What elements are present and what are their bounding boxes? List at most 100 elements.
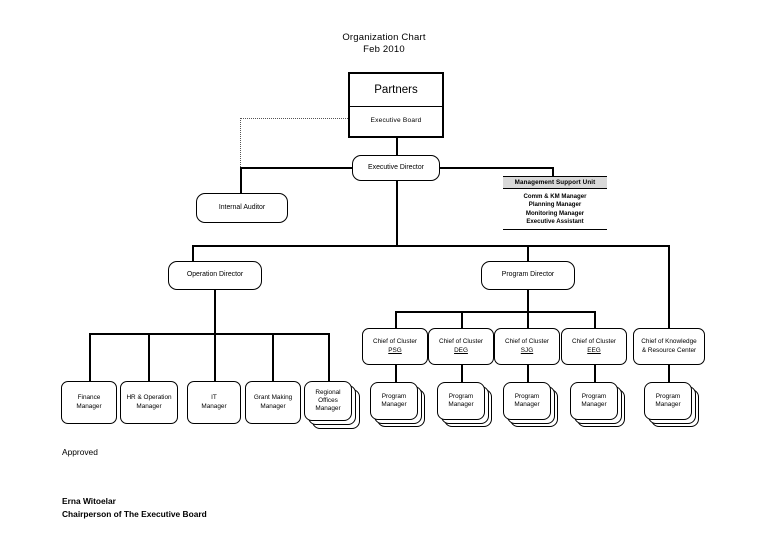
node-line: & Resource Center [641,346,697,354]
connector-op-child-5 [328,333,330,381]
node-line: Chief of Knowledge [641,338,697,346]
node-line: Chief of Cluster [504,338,550,346]
executive-board-label: Executive Board [370,116,422,124]
connector-pm-2 [461,365,463,382]
node-finance-manager[interactable]: Finance Manager [61,381,117,424]
node-program-manager-sjg[interactable]: Program Manager [503,382,561,430]
cluster-code: EEG [587,346,601,354]
stack-front: Program Manager [503,382,551,420]
node-program-manager-psg[interactable]: Program Manager [370,382,428,430]
node-line: Finance [77,394,101,402]
msu-member: Planning Manager [528,201,582,209]
page-subtitle: Feb 2010 [363,44,405,55]
connector-dotted-board-horizontal [240,118,350,119]
connector-op-child-2 [148,333,150,381]
connector-bus-to-operation-director [192,245,194,261]
cluster-code: DEG [454,346,468,354]
connector-dotted-board-vertical [240,118,241,191]
node-chief-of-cluster-deg[interactable]: Chief of Cluster DEG [428,328,494,365]
node-program-manager-eeg[interactable]: Program Manager [570,382,628,430]
footer-signatory-name: Erna Witoelar [62,496,116,506]
connector-op-child-3 [214,333,216,381]
msu-member: Comm & KM Manager [523,193,587,200]
node-management-support-unit[interactable]: Management Support Unit Comm & KM Manage… [503,176,607,230]
cluster-code: PSG [388,346,402,354]
node-program-director[interactable]: Program Director [481,261,575,290]
node-internal-auditor[interactable]: Internal Auditor [196,193,288,223]
connector-cluster-4 [594,311,596,328]
cluster-code: SJG [520,346,534,354]
node-chief-of-cluster-sjg[interactable]: Chief of Cluster SJG [494,328,560,365]
node-line: Manager [655,401,681,408]
node-partners[interactable]: Partners Executive Board [348,72,444,138]
msu-member: Executive Assistant [526,218,584,226]
connector-exec-director-to-auditor [240,167,352,169]
node-line: Offices [318,396,338,404]
node-line: Regional [315,388,341,396]
msu-member: Monitoring Manager [525,209,585,217]
node-line: HR & Operation [126,394,172,402]
stack-front: Regional Offices Manager [304,381,352,421]
connector-operation-director-down [214,290,216,333]
node-operation-director[interactable]: Operation Director [168,261,262,290]
msu-bottom-rule [503,228,607,230]
footer-signatory-role: Chairperson of The Executive Board [62,509,207,519]
node-chief-of-cluster-psg[interactable]: Chief of Cluster PSG [362,328,428,365]
node-hr-operation-manager[interactable]: HR & Operation Manager [120,381,178,424]
node-line: Manager [448,401,474,408]
connector-cluster-2 [461,311,463,328]
connector-pm-3 [527,365,529,382]
node-line: Manager [136,402,162,410]
connector-auditor-drop [240,167,242,193]
node-line: IT [211,394,217,402]
connector-cluster-3 [527,311,529,328]
node-program-manager-krc[interactable]: Program Manager [644,382,702,430]
node-line: Program [514,392,540,400]
node-line: Program [581,392,607,400]
msu-member-list: Comm & KM Manager Planning Manager Monit… [503,189,607,227]
node-line: Manager [581,401,607,408]
connector-main-bus [192,245,669,247]
node-line: Grant Making [253,394,293,402]
node-line: Chief of Cluster [438,338,484,346]
connector-exec-director-down [396,180,398,245]
node-line: Chief of Cluster [571,338,617,346]
stack-front: Program Manager [570,382,618,420]
connector-op-child-1 [89,333,91,381]
node-line: Program [655,392,681,400]
connector-pm-5 [668,365,670,382]
stack-front: Program Manager [370,382,418,420]
node-line: Program [381,392,407,400]
connector-pm-4 [594,365,596,382]
node-regional-offices-manager[interactable]: Regional Offices Manager [304,381,362,429]
connector-partners-to-exec-director [396,137,398,155]
stack-front: Program Manager [437,382,485,420]
page-title: Organization Chart [342,32,426,43]
node-line: Program [448,392,474,400]
node-line: Manager [260,402,286,410]
node-chief-of-knowledge-resource-center[interactable]: Chief of Knowledge & Resource Center [633,328,705,365]
node-grant-making-manager[interactable]: Grant Making Manager [245,381,301,424]
node-line: Manager [315,405,341,413]
node-line: Manager [76,402,102,410]
connector-exec-director-to-msu [440,167,553,169]
connector-bus-to-program-director [527,245,529,261]
connector-op-child-4 [272,333,274,381]
partners-title: Partners [350,74,442,107]
node-program-manager-deg[interactable]: Program Manager [437,382,495,430]
connector-cluster-1 [395,311,397,328]
connector-cluster-bus [395,311,596,313]
node-line: Manager [381,401,407,408]
node-chief-of-cluster-eeg[interactable]: Chief of Cluster EEG [561,328,627,365]
stack-front: Program Manager [644,382,692,420]
connector-bus-to-knowledge-center [668,245,670,328]
node-it-manager[interactable]: IT Manager [187,381,241,424]
msu-header: Management Support Unit [503,176,607,189]
node-line: Manager [201,402,227,410]
connector-pm-1 [395,365,397,382]
footer-approved: Approved [62,447,98,457]
connector-program-director-down [527,290,529,311]
node-line: Manager [514,401,540,408]
node-executive-director[interactable]: Executive Director [352,155,440,181]
